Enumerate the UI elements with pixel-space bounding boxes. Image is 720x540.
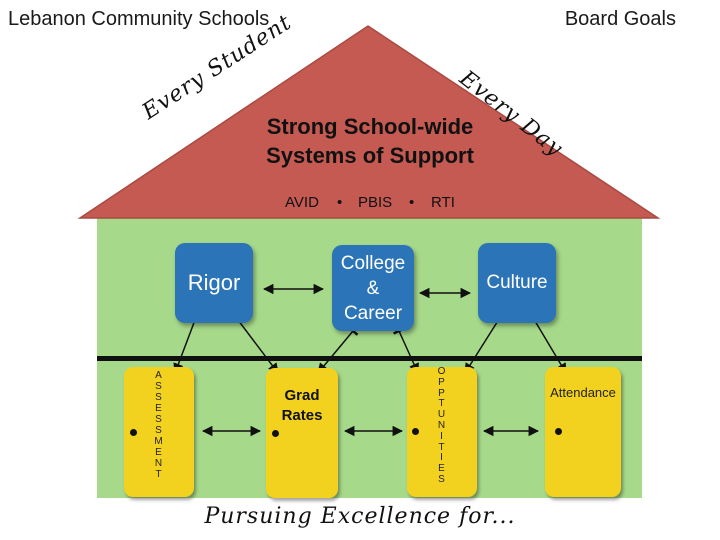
roof-title: Strong School-wide Systems of Support [230, 112, 510, 170]
opportunities-box: O P P T U N I T I E S [407, 366, 477, 497]
letter: I [440, 452, 444, 464]
career-label: Career [343, 302, 403, 324]
attendance-label: Attendance [550, 385, 616, 400]
letter: E [155, 403, 163, 414]
college-career-box: College & Career [332, 245, 414, 331]
assessment-label: A S S E S S M E N T [152, 370, 166, 480]
grad-rates-box: Grad Rates [266, 368, 338, 498]
letter: M [154, 436, 164, 447]
letter: P [438, 387, 446, 399]
bullet-dot [272, 430, 279, 437]
roof-title-line1: Strong School-wide [266, 114, 474, 139]
connector-college-opportunities [393, 327, 419, 374]
connector-rigor-grad [229, 311, 279, 374]
rigor-box: Rigor [175, 243, 253, 323]
letter: I [440, 430, 444, 442]
letter: O [437, 366, 447, 377]
letter: N [437, 419, 447, 431]
letter: T [438, 441, 446, 453]
letter: S [155, 425, 163, 436]
letter: P [438, 376, 446, 388]
slide-title: Board Goals [564, 8, 676, 30]
college-label: College [340, 252, 406, 274]
culture-label: Culture [486, 272, 548, 293]
roof [77, 25, 661, 219]
ampersand-label: & [366, 277, 380, 299]
letter: U [437, 409, 447, 421]
letter: S [155, 392, 163, 403]
pillar-rti: RTI [431, 194, 455, 211]
letter: A [155, 370, 163, 381]
roof-title-line2: Systems of Support [266, 143, 474, 168]
grad-rates-label: Grad Rates [266, 386, 338, 426]
bullet-dot [555, 428, 562, 435]
letter: N [154, 458, 164, 469]
letter: S [155, 381, 163, 392]
divider-line [97, 356, 642, 361]
school-name: Lebanon Community Schools [8, 8, 270, 30]
connector-culture-opportunities [464, 311, 507, 374]
rigor-label: Rigor [187, 270, 241, 295]
letter: T [438, 398, 446, 410]
attendance-box: Attendance [545, 367, 621, 497]
pillar-separator: • [337, 194, 343, 211]
pillar-avid: AVID [285, 194, 319, 211]
pillar-pbis: PBIS [358, 194, 393, 211]
grad-label: Grad [284, 387, 320, 404]
connector-culture-attendance [526, 311, 567, 374]
rates-label: Rates [281, 407, 323, 424]
connector-rigor-assessment [173, 316, 202, 374]
letter: E [155, 447, 163, 458]
bullet-dot [412, 428, 419, 435]
letter: T [155, 469, 163, 480]
bullet-dot [130, 429, 137, 436]
letter: E [438, 463, 446, 475]
culture-box: Culture [478, 243, 556, 323]
footer-tagline: Pursuing Excellence for... [204, 504, 516, 529]
letter: S [438, 473, 446, 485]
opportunities-label: O P P T U N I T I E S [435, 366, 449, 486]
connector-college-grad [317, 326, 359, 374]
pillar-separator: • [409, 194, 415, 211]
assessment-box: A S S E S S M E N T [124, 367, 194, 497]
letter: S [155, 414, 163, 425]
